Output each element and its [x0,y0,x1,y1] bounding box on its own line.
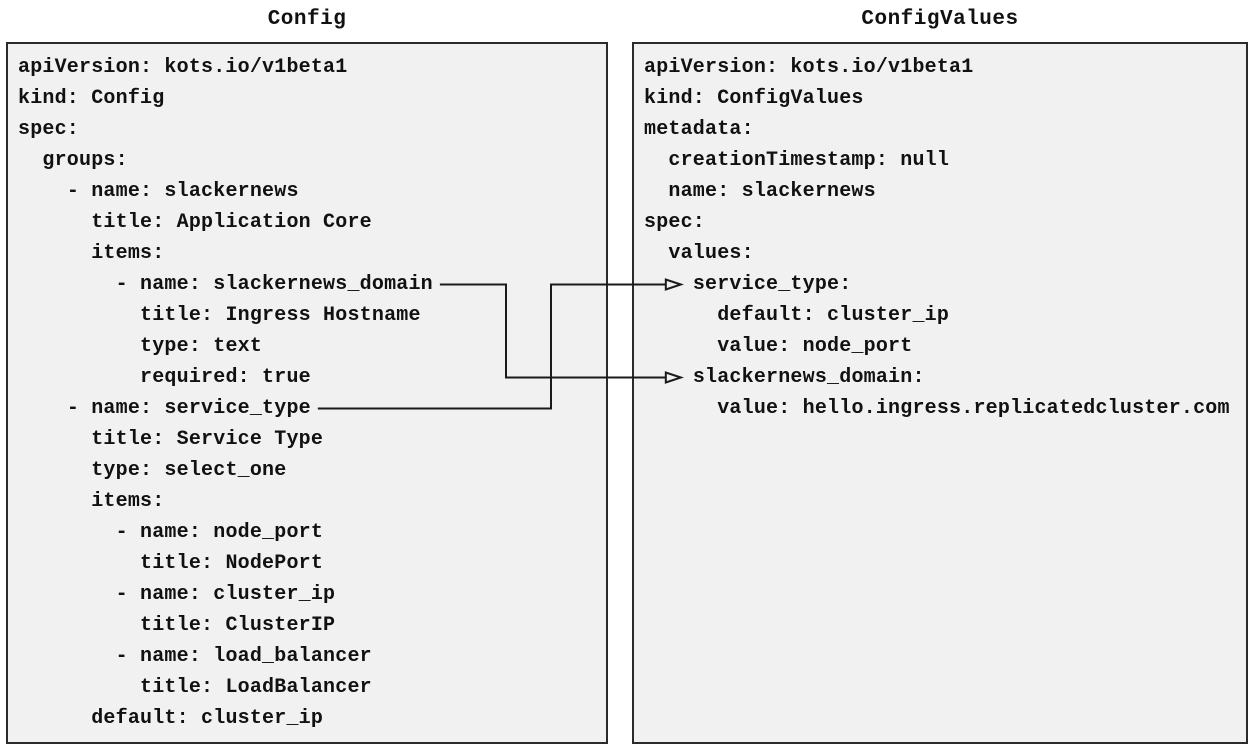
panel-title-configvalues: ConfigValues [861,8,1019,31]
yaml-line: default: cluster_ip [91,707,324,730]
yaml-line: kind: Config [18,87,165,110]
yaml-line: items: [91,490,165,513]
yaml-line: spec: [644,211,706,234]
yaml-line: title: NodePort [140,552,324,575]
config-yaml-code: apiVersion: kots.io/v1beta1 kind: Config s… [8,44,606,742]
yaml-line: title: LoadBalancer [140,676,372,699]
yaml-line: apiVersion: kots.io/v1beta1 [18,56,348,79]
panel-configvalues: apiVersion: kots.io/v1beta1 kind: ConfigV… [632,42,1248,744]
yaml-line: apiVersion: kots.io/v1beta1 [644,56,974,79]
yaml-line: title: Ingress Hostname [140,304,421,327]
yaml-line: title: Application Core [91,211,372,234]
yaml-line: slackernews_domain: [692,366,925,389]
yaml-line: type: text [140,335,263,358]
yaml-line: values: [668,242,754,265]
panel-config: apiVersion: kots.io/v1beta1 kind: Config s… [6,42,608,744]
panel-title-config: Config [267,8,347,31]
yaml-line: value: node_port [717,335,913,358]
yaml-line: title: ClusterIP [140,614,336,637]
yaml-line: - name: node_port [115,521,324,544]
yaml-line: items: [91,242,165,265]
yaml-line: kind: ConfigValues [644,87,864,110]
yaml-line: - name: load_balancer [115,645,372,668]
yaml-line: groups: [42,149,128,172]
yaml-line: creationTimestamp: null [668,149,950,172]
yaml-line: value: hello.ingress.replicatedcluster.c… [717,397,1230,420]
yaml-line: metadata: [644,118,754,141]
yaml-line: default: cluster_ip [717,304,950,327]
yaml-line: - name: slackernews_domain [115,273,433,296]
configvalues-yaml-code: apiVersion: kots.io/v1beta1 kind: ConfigV… [634,44,1246,432]
yaml-line: - name: service_type [66,397,311,420]
yaml-line: required: true [140,366,311,389]
yaml-line: - name: cluster_ip [115,583,336,606]
yaml-line: service_type: [692,273,852,296]
yaml-line: title: Service Type [91,428,324,451]
yaml-line: type: select_one [91,459,287,482]
yaml-line: spec: [18,118,80,141]
yaml-line: - name: slackernews [66,180,299,203]
yaml-line: name: slackernews [668,180,876,203]
